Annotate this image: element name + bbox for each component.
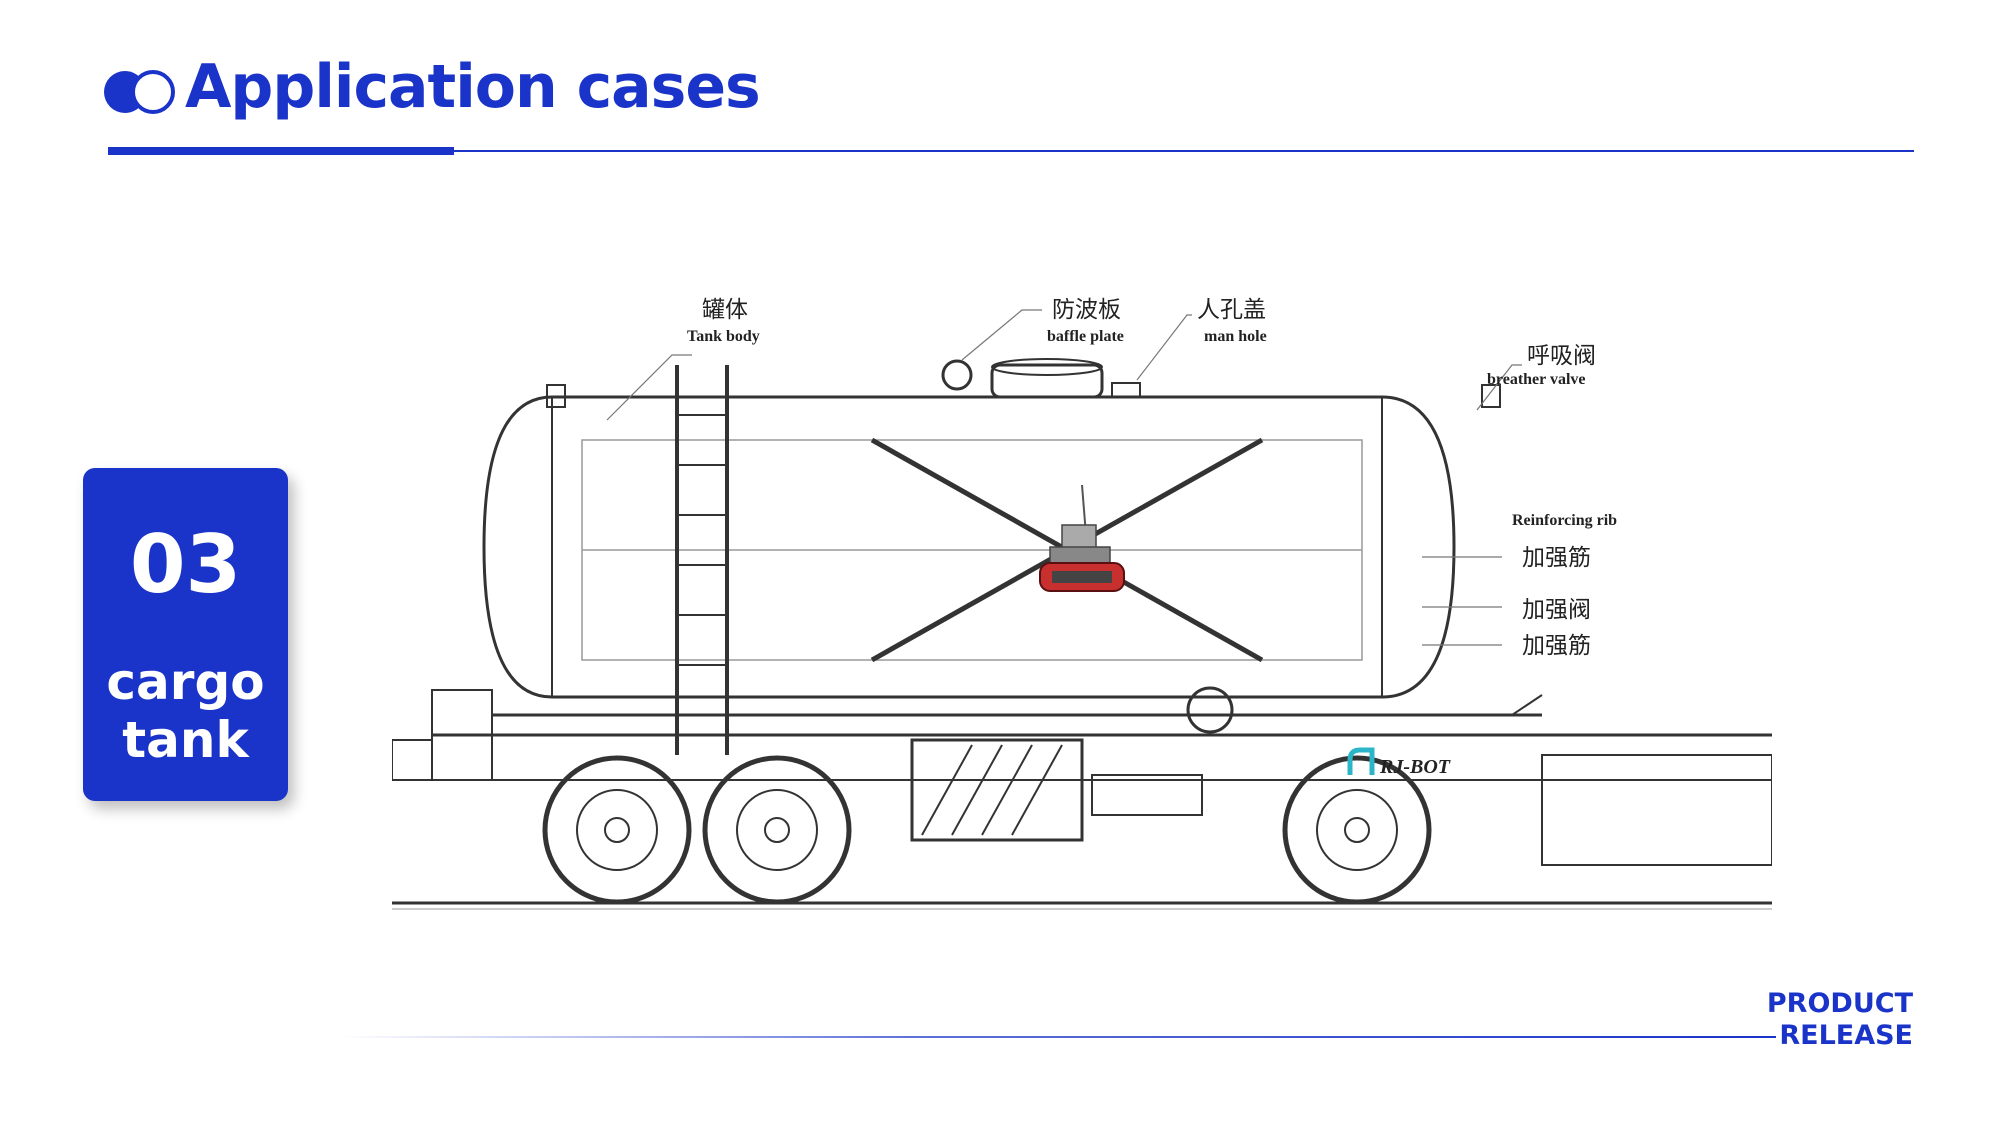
- footer-label: PRODUCT RELEASE: [1767, 988, 1913, 1052]
- label-baffle-plate-cn: 防波板: [1052, 297, 1121, 323]
- label-breather-valve-en: breather valve: [1487, 371, 1586, 388]
- case-label-line2: tank: [122, 711, 249, 769]
- label-reinforcing-rib-2-cn: 加强筋: [1522, 633, 1591, 659]
- case-label: cargo tank: [83, 653, 288, 769]
- footer-divider: [340, 1036, 1776, 1038]
- label-tank-body-en: Tank body: [687, 328, 760, 345]
- label-reinforcing-valve-cn: 加强阀: [1522, 597, 1591, 623]
- label-reinforcing-rib-cn: 加强筋: [1522, 545, 1591, 571]
- label-man-hole-en: man hole: [1204, 328, 1267, 345]
- label-baffle-plate-en: baffle plate: [1047, 328, 1124, 345]
- label-reinforcing-rib-en: Reinforcing rib: [1512, 512, 1617, 529]
- double-circle-icon: [104, 70, 175, 114]
- label-man-hole-cn: 人孔盖: [1197, 297, 1266, 323]
- label-breather-valve-cn: 呼吸阀: [1527, 343, 1596, 369]
- footer-line1: PRODUCT: [1766, 988, 1913, 1019]
- header-divider: [108, 150, 1914, 152]
- case-number: 03: [129, 518, 242, 611]
- tanker-diagram: 罐体 Tank body 防波板 baffle plate 人孔盖 man ho…: [392, 297, 1772, 910]
- robot-brand-text: RJ-BOT: [1379, 756, 1451, 778]
- header-divider-accent: [108, 147, 454, 155]
- robot-image: [1039, 484, 1125, 592]
- label-tank-body-cn: 罐体: [702, 297, 748, 323]
- case-card: 03 cargo tank: [83, 468, 288, 801]
- footer-line2: RELEASE: [1779, 1020, 1913, 1051]
- case-label-line1: cargo: [106, 653, 265, 711]
- rj-bot-logo: RJ-BOT: [1347, 747, 1451, 778]
- page-title: Application cases: [185, 52, 761, 122]
